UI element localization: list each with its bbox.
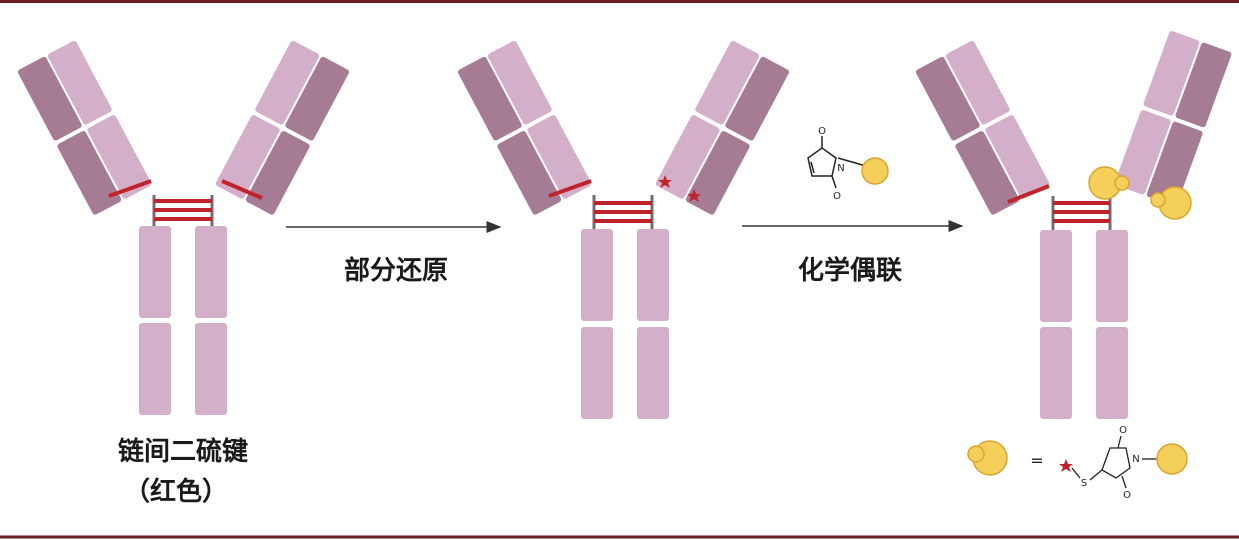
- right-fab-arm: [655, 40, 790, 215]
- partial-reduction-label: 部分还原: [344, 256, 448, 286]
- payload-conjugate: [1088, 166, 1130, 200]
- legend-conjugate-icon: [967, 440, 1008, 476]
- left-fab-arm: [915, 40, 1050, 215]
- antibody-reduced: [457, 40, 790, 419]
- free-thiol-star: [687, 189, 701, 202]
- reagent-nitrogen: N: [837, 163, 844, 174]
- disulfide-label-color: （红色）: [124, 476, 228, 507]
- right-fab-arm: [1114, 31, 1232, 207]
- disulfide-left: [1007, 184, 1050, 204]
- reagent-oxygen-bottom: O: [833, 191, 841, 202]
- payload-conjugate: [1150, 186, 1192, 220]
- left-fab-arm: [457, 40, 592, 215]
- left-fab-arm: [17, 40, 152, 215]
- reagent-oxygen-top: O: [818, 126, 826, 137]
- fc-region: [1040, 230, 1128, 419]
- legend-nitrogen: N: [1132, 454, 1139, 465]
- maleimide-reagent: O O N: [807, 126, 889, 202]
- legend-thiol-star: [1059, 459, 1073, 472]
- antibody-conjugated: [915, 31, 1232, 419]
- legend: = S O O N: [967, 425, 1188, 501]
- disulfide-right: [221, 179, 263, 200]
- legend-payload-icon: [1156, 443, 1188, 475]
- legend-oxygen-top: O: [1119, 425, 1127, 436]
- disulfide-left: [548, 179, 592, 198]
- legend-equals: =: [1030, 451, 1043, 470]
- disulfide-left: [108, 179, 152, 198]
- legend-sulfur: S: [1081, 478, 1087, 489]
- free-thiol-star: [658, 175, 672, 188]
- payload-icon: [861, 157, 889, 185]
- right-fab-arm: [215, 40, 350, 215]
- fc-region: [139, 226, 227, 415]
- fc-region: [581, 229, 669, 419]
- chemical-conjugation-label: 化学偶联: [798, 255, 902, 286]
- hinge-disulfides: [1053, 201, 1110, 223]
- antibody-native: [17, 40, 350, 415]
- hinge-disulfides: [594, 201, 652, 223]
- hinge-disulfides: [154, 199, 212, 221]
- disulfide-label: 链间二硫键: [118, 436, 248, 467]
- legend-oxygen-bottom: O: [1123, 490, 1131, 501]
